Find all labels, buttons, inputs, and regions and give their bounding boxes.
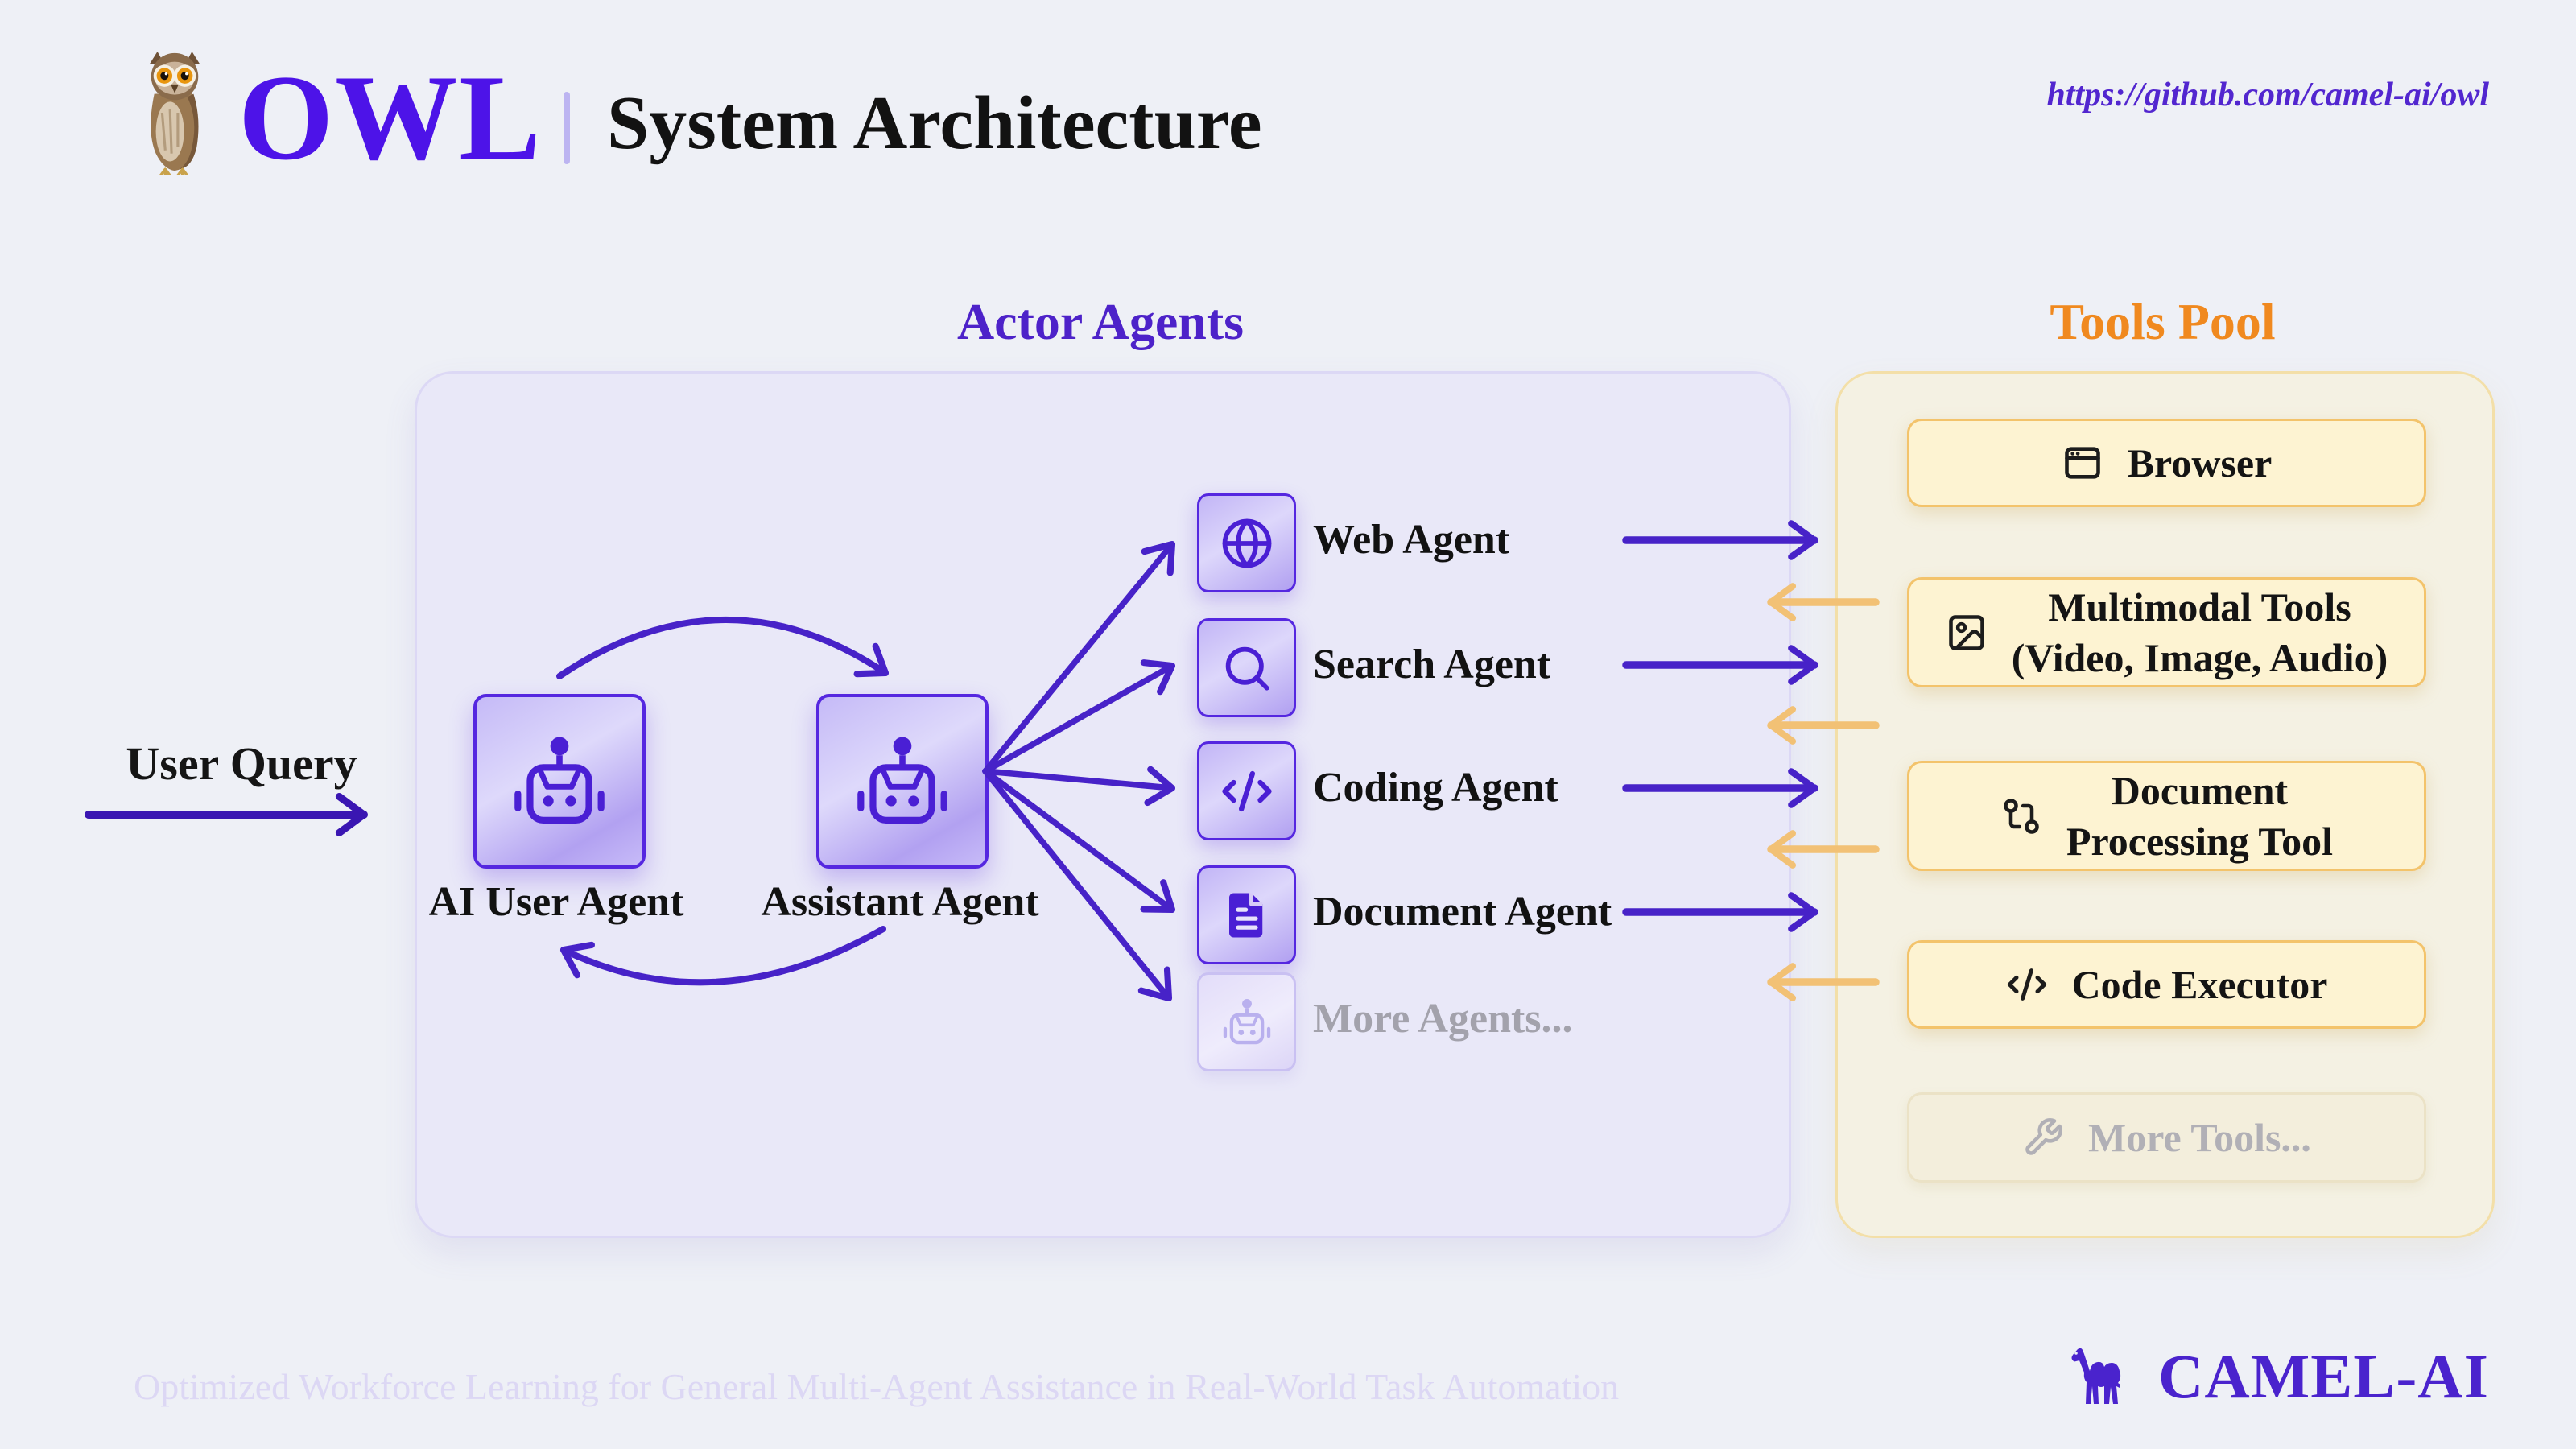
search-agent-card — [1197, 618, 1296, 717]
logo-text: OWL — [238, 50, 543, 185]
assistant-agent-label: Assistant Agent — [761, 879, 1039, 925]
git-compare-icon — [2004, 798, 2039, 834]
tool-sublabel: Processing Tool — [2066, 818, 2334, 864]
actor-agents-title: Actor Agents — [956, 293, 1245, 350]
user-query-label: User Query — [126, 737, 357, 790]
web-agent-label: Web Agent — [1313, 517, 1510, 564]
page-title: System Architecture — [607, 81, 1262, 165]
tool-sublabel: (Video, Image, Audio) — [2011, 634, 2388, 680]
more-tools-card: More Tools... — [1907, 1092, 2426, 1183]
assistant-agent-card — [816, 694, 989, 869]
robot-icon — [857, 737, 947, 824]
search-agent-label: Search Agent — [1313, 642, 1551, 688]
repo-link[interactable]: https://github.com/camel-ai/owl — [2046, 76, 2489, 114]
camel-icon — [2071, 1348, 2121, 1404]
browser-tool-card: Browser — [1907, 419, 2426, 507]
globe-icon — [1222, 518, 1271, 568]
tool-label: Browser — [2127, 440, 2273, 485]
web-agent-card — [1197, 493, 1296, 592]
header-divider — [564, 92, 570, 164]
multimodal-tools-card: Multimodal Tools(Video, Image, Audio) — [1907, 577, 2426, 687]
coding-agent-label: Coding Agent — [1313, 765, 1558, 811]
coding-agent-card — [1197, 741, 1296, 840]
search-icon — [1225, 646, 1269, 691]
document-agent-label: Document Agent — [1313, 889, 1612, 935]
tool-label: Multimodal Tools — [2048, 584, 2351, 630]
robot-icon — [1223, 998, 1270, 1044]
code-icon — [1221, 770, 1272, 811]
image-icon — [1948, 614, 1984, 650]
document-icon — [1228, 893, 1262, 937]
tool-label: Code Executor — [2071, 961, 2328, 1007]
tool-label: More Tools... — [2088, 1114, 2311, 1160]
document-agent-card — [1197, 865, 1296, 964]
more-agents-label: More Agents... — [1313, 996, 1573, 1042]
more-agents-card — [1197, 972, 1296, 1071]
brand-logo: CAMEL-AI — [2065, 1332, 2489, 1421]
footer-tagline: Optimized Workforce Learning for General… — [134, 1366, 1620, 1407]
tool-label: Document — [2111, 768, 2289, 813]
ai-user-agent-label: AI User Agent — [428, 879, 684, 925]
browser-icon — [2064, 447, 2100, 479]
code-icon — [2007, 968, 2046, 1001]
brand-text: CAMEL-AI — [2158, 1341, 2489, 1411]
robot-icon — [514, 737, 605, 824]
code-executor-card: Code Executor — [1907, 940, 2426, 1029]
wrench-icon — [2025, 1118, 2062, 1155]
tools-pool-title: Tools Pool — [2050, 293, 2276, 350]
ai-user-agent-card — [473, 694, 646, 869]
owl-logo-icon — [149, 51, 200, 175]
